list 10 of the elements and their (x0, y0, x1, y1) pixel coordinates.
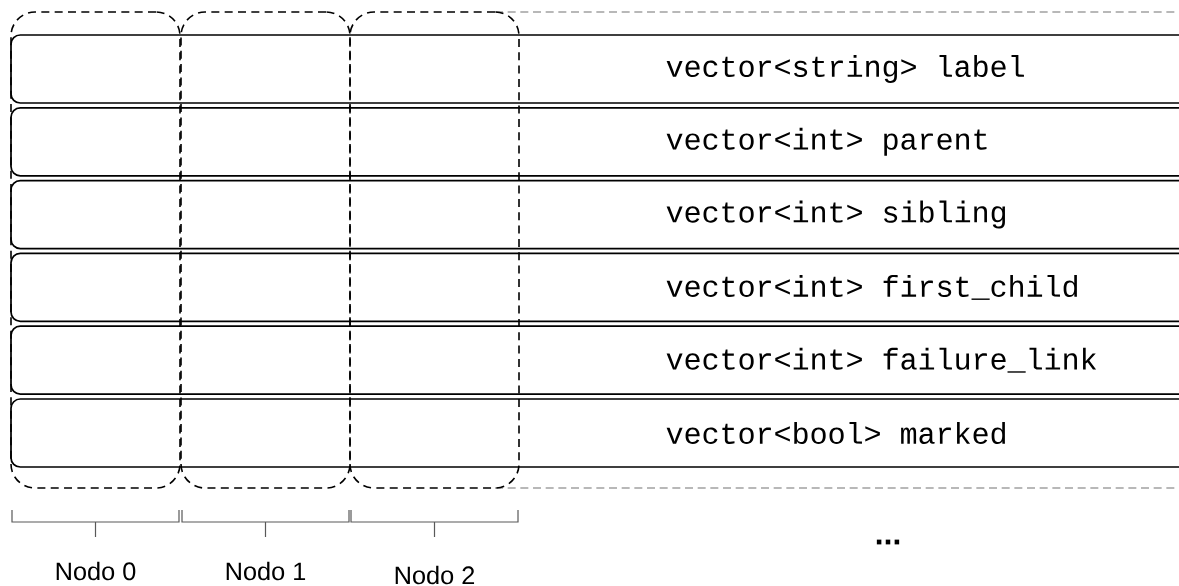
ellipsis: ... (876, 539, 900, 545)
table-row: vector<int> sibling (10, 179, 1179, 250)
table-row: vector<int> failure_link (10, 325, 1179, 396)
node-label: Nodo 0 (56, 561, 136, 581)
table-row: vector<bool> marked (10, 398, 1179, 468)
table-row: vector<string> label (10, 34, 1179, 104)
table-row: vector<int> first_child (10, 252, 1179, 323)
table-row: vector<int> parent (10, 106, 1179, 177)
node-label: Nodo 1 (226, 561, 306, 581)
node-label: Nodo 2 (395, 565, 475, 585)
